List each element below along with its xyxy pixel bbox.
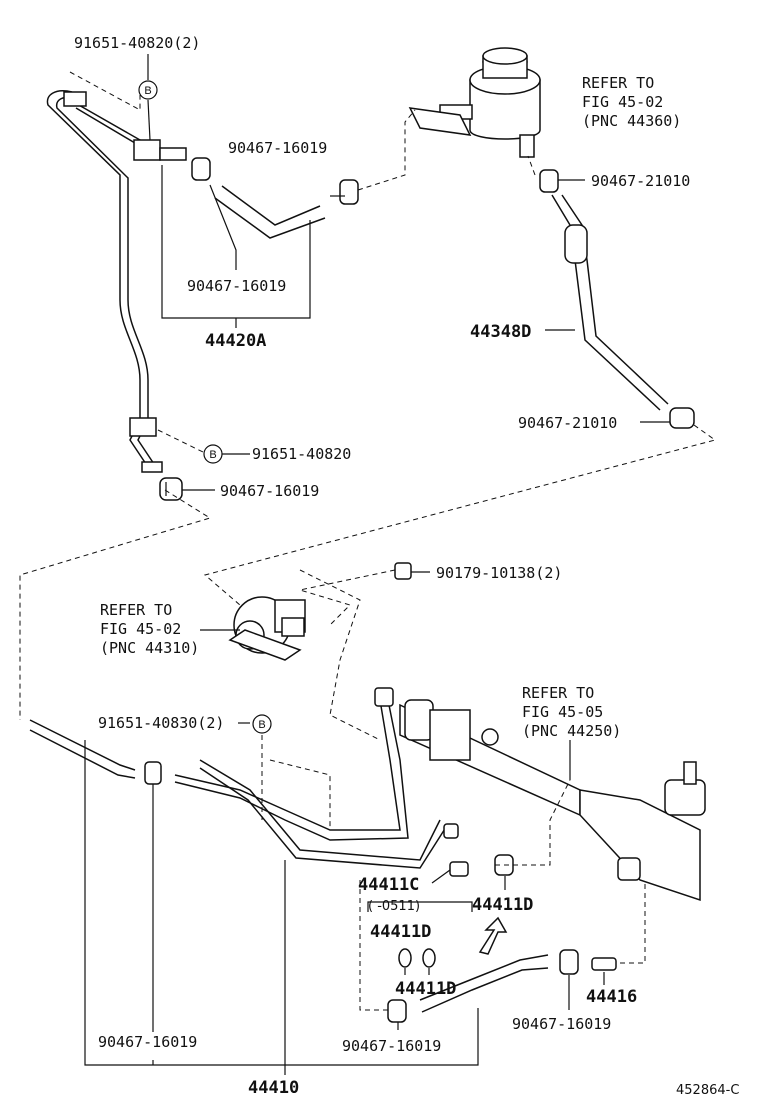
label-refer-right-1: REFER TO: [522, 684, 594, 702]
tube-fitting-upper: [159, 147, 187, 161]
callout-b-middle: B: [203, 444, 223, 464]
label-91651-40820: 91651-40820: [252, 445, 351, 463]
hose-clamp-lower-mid: [387, 999, 407, 1023]
bolt-90179: [394, 562, 412, 580]
bracket-lower: [129, 417, 157, 437]
label-refer-mid-2: FIG 45-02: [100, 620, 181, 638]
hose-clamp-top-left: [191, 157, 211, 181]
label-90179-10138-2: 90179-10138(2): [436, 564, 562, 582]
hose-clamp-right-top: [539, 169, 559, 193]
label-44411d-b: 44411D: [370, 922, 431, 942]
hose-44420a: [221, 185, 321, 226]
label-44420a: 44420A: [205, 331, 266, 351]
label-91651-40830-2: 91651-40830(2): [98, 714, 224, 732]
label-refer-mid-1: REFER TO: [100, 601, 172, 619]
label-90467-21010-bot: 90467-21010: [518, 414, 617, 432]
bracket-upper: [133, 139, 161, 161]
label-44411d-c: 44411D: [395, 979, 456, 999]
label-refer-top-3: (PNC 44360): [582, 112, 681, 130]
reservoir: [408, 47, 541, 158]
steering-gear: [399, 699, 706, 902]
union-44411c: [449, 861, 469, 877]
hose-lower-return: [419, 954, 549, 1001]
label-refer-right-3: (PNC 44250): [522, 722, 621, 740]
hose-clamp-lower-right: [559, 949, 579, 975]
label-44410: 44410: [248, 1078, 299, 1098]
gasket-small-1: [398, 948, 412, 968]
union-44416: [591, 957, 617, 971]
tube-end-lower: [141, 461, 163, 473]
callout-b-bottom: B: [252, 714, 272, 734]
label-90467-16019-top: 90467-16019: [228, 139, 327, 157]
clamp-upper: [63, 91, 87, 107]
label-90467-16019-mid: 90467-16019: [187, 277, 286, 295]
label-refer-right-2: FIG 45-05: [522, 703, 603, 721]
pump: [228, 596, 306, 661]
label-44411c: 44411C: [358, 875, 419, 895]
figure-code: 452864-C: [676, 1083, 739, 1098]
hose-clamp-left: [159, 477, 183, 501]
svg-text:B: B: [209, 449, 216, 461]
label-44416: 44416: [586, 987, 637, 1007]
arrow: [478, 916, 508, 955]
hose-clamp-right-bottom: [669, 407, 695, 429]
pressure-tube-assembly: [29, 687, 459, 869]
label-refer-top-1: REFER TO: [582, 74, 654, 92]
label-0511: ( -0511): [368, 899, 420, 914]
gasket-small-2: [422, 948, 436, 968]
svg-text:B: B: [144, 85, 151, 97]
label-44411d-a: 44411D: [472, 895, 533, 915]
label-refer-top-2: FIG 45-02: [582, 93, 663, 111]
label-90467-16019-left: 90467-16019: [220, 482, 319, 500]
label-90467-21010-top: 90467-21010: [591, 172, 690, 190]
label-44348d: 44348D: [470, 322, 531, 342]
hose-clamp-top-right: [339, 179, 359, 205]
svg-text:B: B: [258, 719, 265, 731]
label-90467-16019-b1: 90467-16019: [98, 1033, 197, 1051]
label-91651-40820-2: 91651-40820(2): [74, 34, 200, 52]
callout-b-top: B: [138, 80, 158, 100]
label-refer-mid-3: (PNC 44310): [100, 639, 199, 657]
label-90467-16019-b2: 90467-16019: [342, 1037, 441, 1055]
label-90467-16019-b3: 90467-16019: [512, 1015, 611, 1033]
